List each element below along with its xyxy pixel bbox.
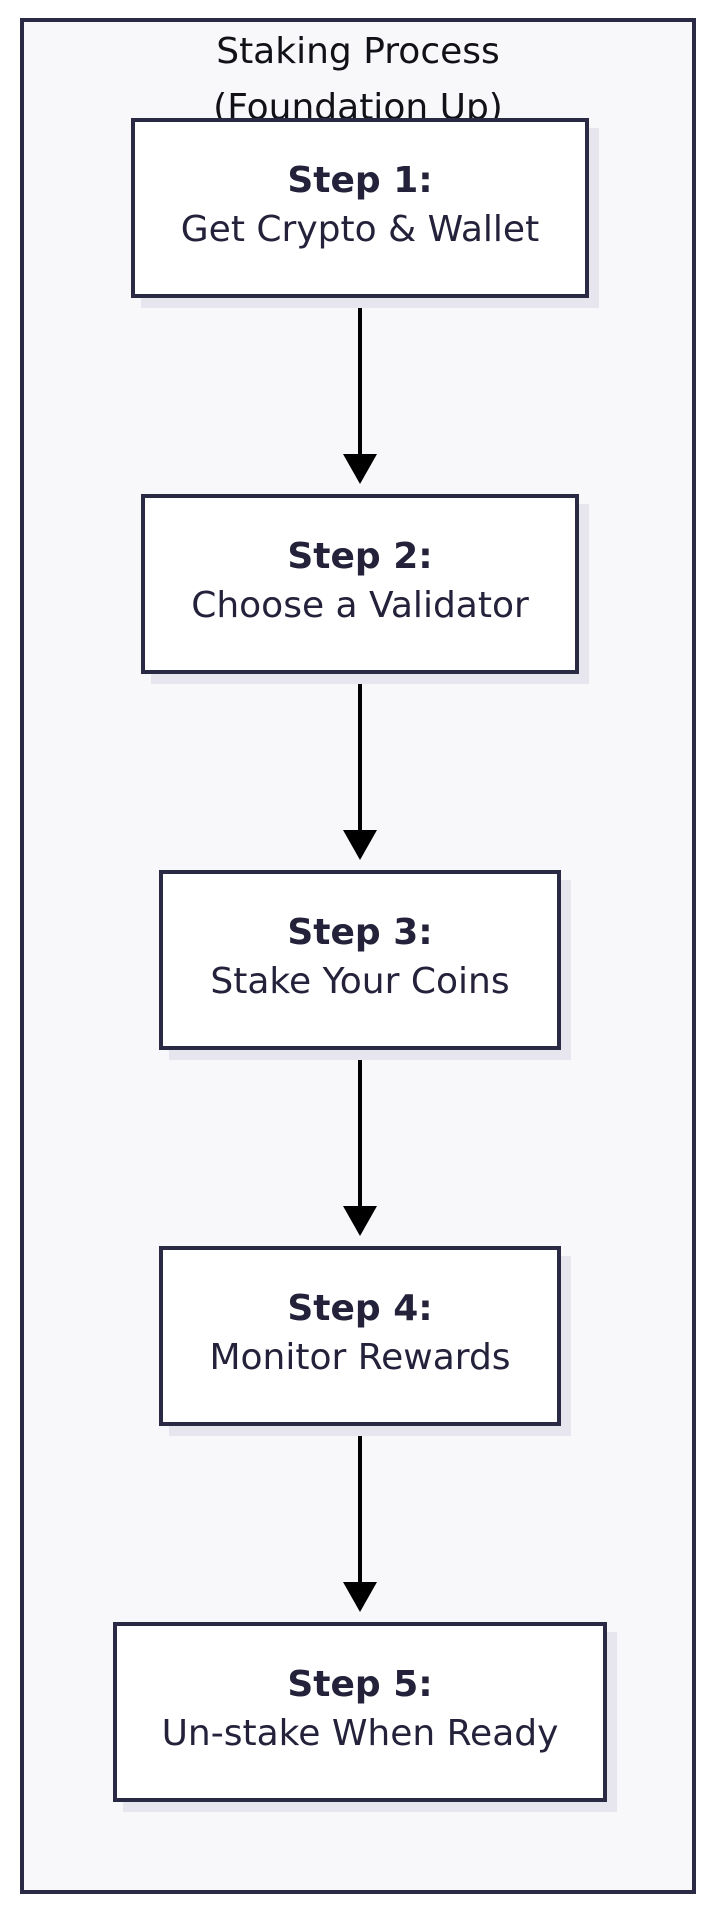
step-5-desc: Un-stake When Ready bbox=[161, 1713, 559, 1754]
arrow-group bbox=[343, 298, 377, 1612]
step-4-label: Step 4: bbox=[287, 1288, 433, 1329]
step-2-box: Step 2: Choose a Validator bbox=[141, 494, 579, 674]
arrow-head-1 bbox=[343, 454, 377, 484]
step-1-label: Step 1: bbox=[287, 160, 433, 201]
title-line-1: Staking Process bbox=[216, 31, 500, 72]
step-3-desc: Stake Your Coins bbox=[210, 961, 510, 1002]
arrow-head-2 bbox=[343, 830, 377, 860]
step-3-label: Step 3: bbox=[287, 912, 433, 953]
step-3-box: Step 3: Stake Your Coins bbox=[159, 870, 561, 1050]
step-2-desc: Choose a Validator bbox=[191, 585, 529, 626]
step-4-box: Step 4: Monitor Rewards bbox=[159, 1246, 561, 1426]
step-2-label: Step 2: bbox=[287, 536, 433, 577]
step-1-box: Step 1: Get Crypto & Wallet bbox=[131, 118, 589, 298]
arrow-head-3 bbox=[343, 1206, 377, 1236]
step-5-box: Step 5: Un-stake When Ready bbox=[113, 1622, 607, 1802]
step-5-label: Step 5: bbox=[287, 1664, 433, 1705]
step-1-desc: Get Crypto & Wallet bbox=[180, 209, 540, 250]
arrow-head-4 bbox=[343, 1582, 377, 1612]
step-4-desc: Monitor Rewards bbox=[209, 1337, 511, 1378]
